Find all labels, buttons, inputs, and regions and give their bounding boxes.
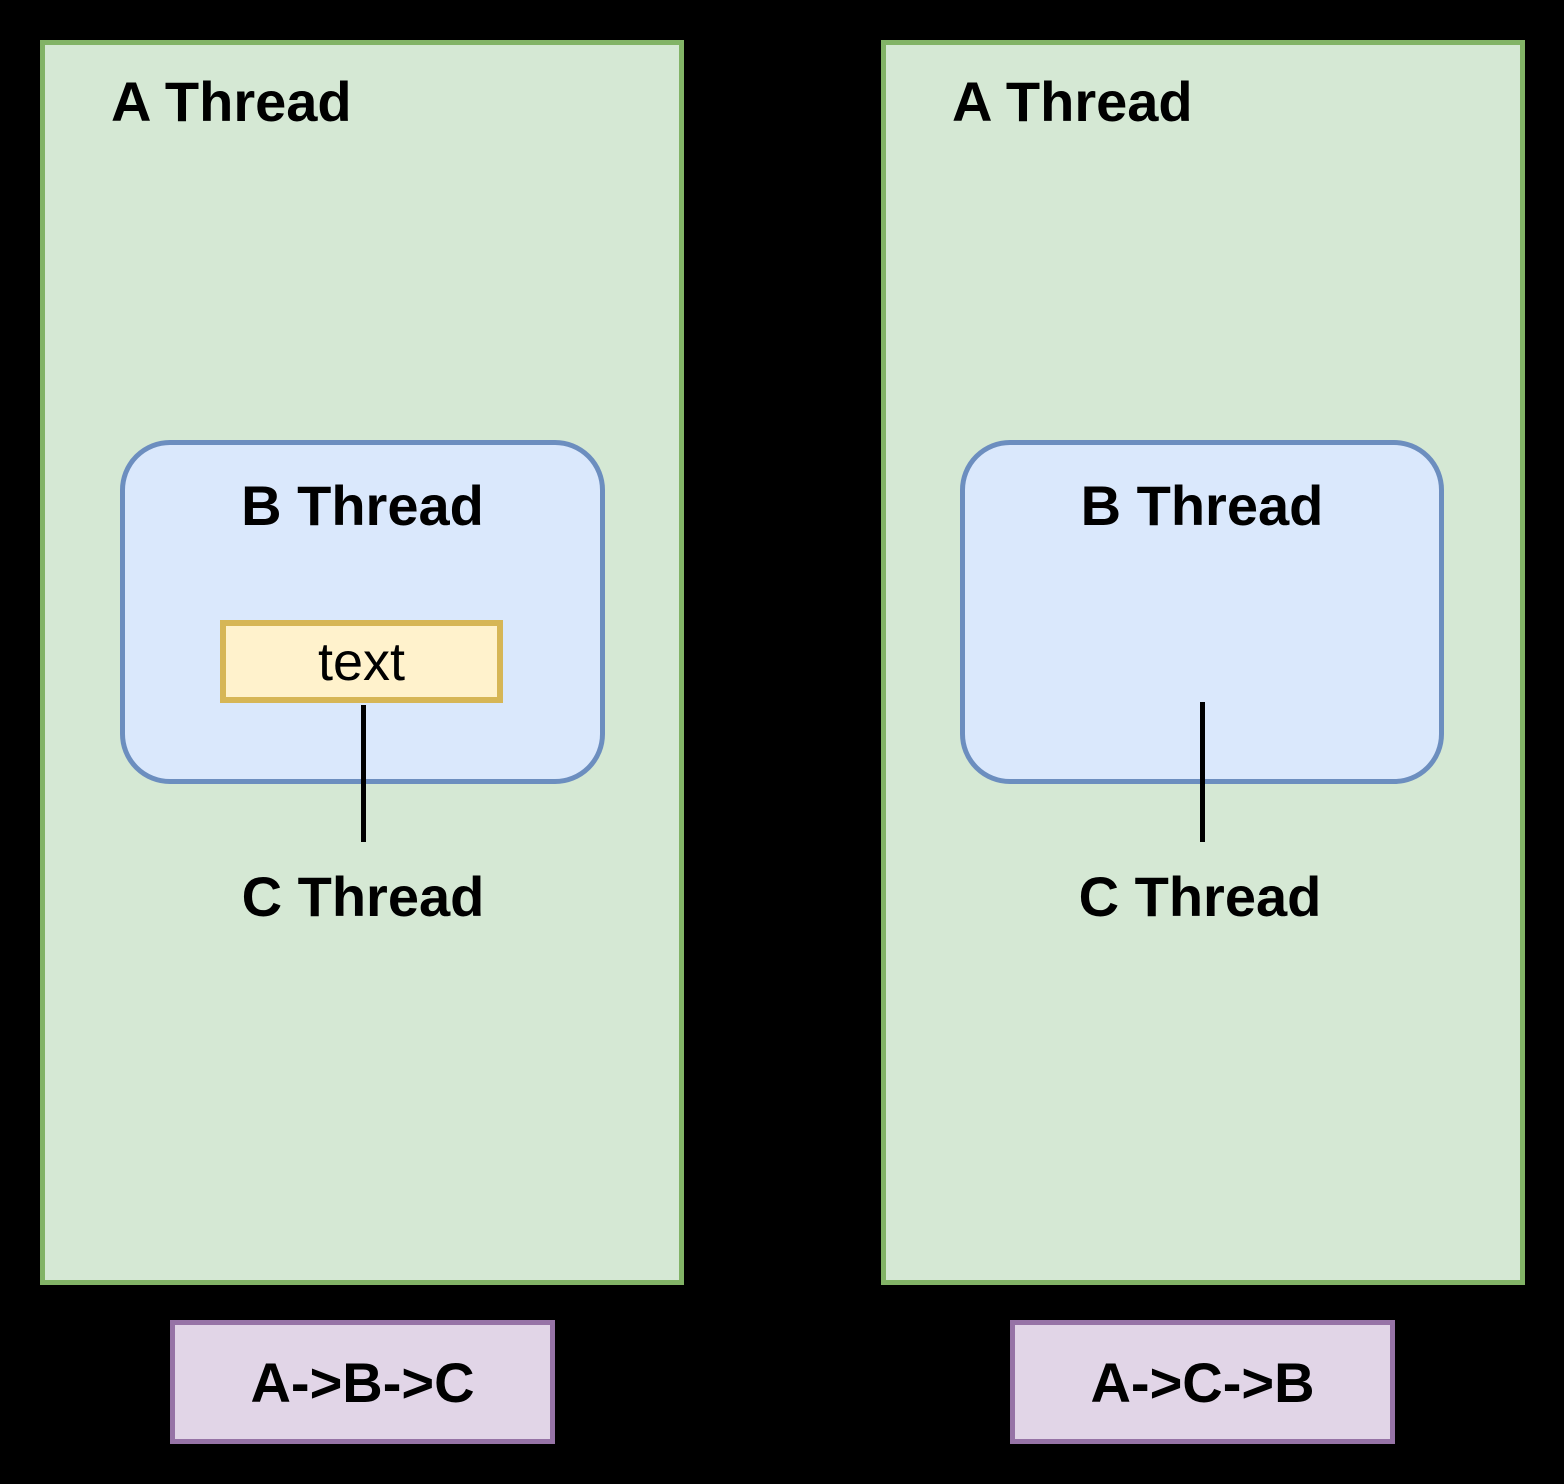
b-thread-label: B Thread [1080,474,1324,537]
a-thread-box-left: A Thread B Thread text C Thread [40,40,684,1285]
connector-line-left [361,705,366,842]
c-thread-label: C Thread [241,865,485,928]
b-thread-box-left: B Thread text [120,440,605,784]
execution-order-box-right: A->C->B [1010,1320,1395,1444]
text-node-label: text [317,631,406,692]
a-thread-label: A Thread [952,70,1193,133]
a-thread-label: A Thread [111,70,352,133]
execution-order-box-left: A->B->C [170,1320,555,1444]
text-node: text [220,620,503,703]
a-thread-box-right: A Thread B Thread C Thread [881,40,1525,1285]
c-thread-label: C Thread [1078,865,1322,928]
b-thread-label: B Thread [241,474,484,537]
connector-line-right [1200,702,1205,842]
